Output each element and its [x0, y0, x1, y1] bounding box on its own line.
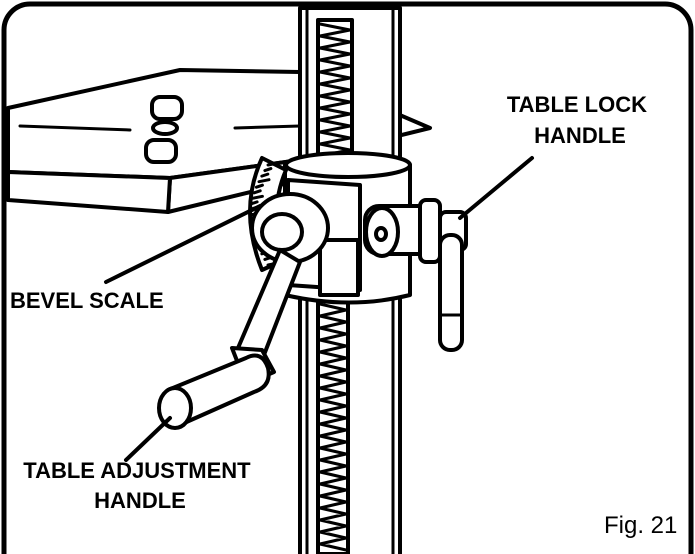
- bevel-scale-label: BEVEL SCALE: [10, 288, 164, 313]
- table-adjustment-label: TABLE ADJUSTMENT HANDLE: [23, 458, 256, 513]
- bevel-scale-leader: [104, 204, 262, 284]
- figure-caption: Fig. 21: [604, 512, 677, 539]
- rack: [316, 18, 354, 554]
- table-adjustment-leader: [124, 416, 172, 462]
- table-lock-label: TABLE LOCK HANDLE: [507, 92, 653, 148]
- table-lock-handle: [363, 198, 468, 352]
- table-adjustment-handle: [157, 192, 330, 430]
- table-collar: [283, 151, 412, 305]
- table-lock-leader: [458, 156, 534, 220]
